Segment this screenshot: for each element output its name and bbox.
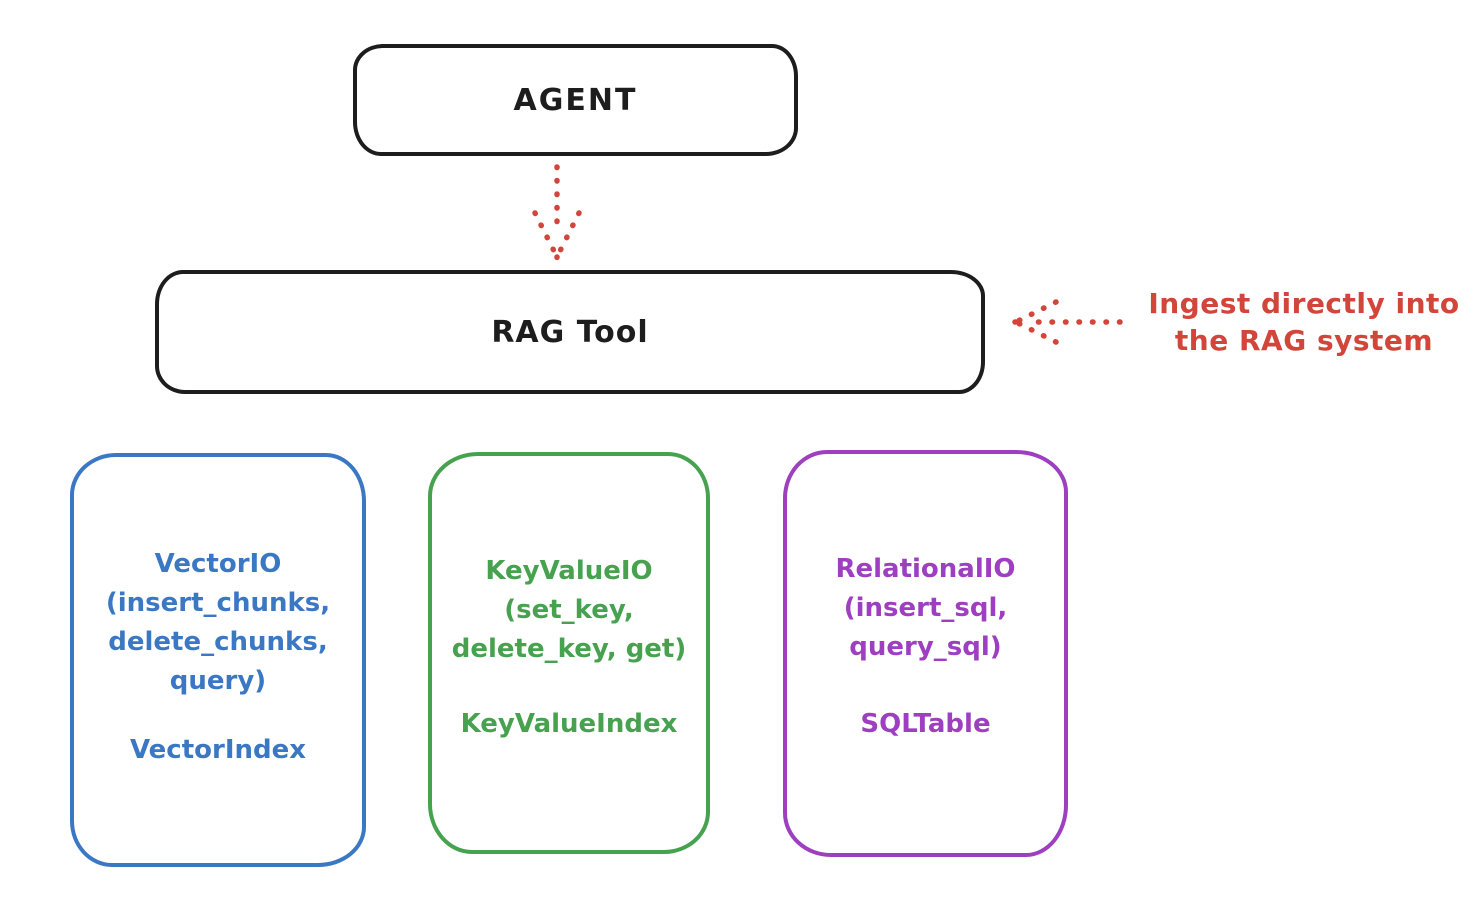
sql-table-label: SQLTable <box>860 709 991 739</box>
text-line: (set_key, <box>504 595 634 625</box>
text-line: delete_key, get) <box>451 634 687 664</box>
annotation-line: the RAG system <box>1174 324 1434 357</box>
vector-io-title: VectorIO (insert_chunks, delete_chunks, … <box>106 545 330 701</box>
keyvalue-index-label: KeyValueIndex <box>460 709 678 739</box>
text-line: VectorIO <box>154 549 282 579</box>
keyvalue-io-box: KeyValueIO (set_key, delete_key, get) Ke… <box>428 452 710 854</box>
rag-tool-box-label: RAG Tool <box>491 314 649 350</box>
vector-index-label: VectorIndex <box>129 735 307 765</box>
text-line: query) <box>169 666 267 696</box>
relational-io-title: RelationalIO (insert_sql, query_sql) <box>835 550 1015 667</box>
text-line: KeyValueIO <box>485 556 653 586</box>
ingest-annotation: Ingest directly into the RAG system <box>1128 285 1480 359</box>
agent-box: AGENT <box>353 44 798 156</box>
vector-io-box: VectorIO (insert_chunks, delete_chunks, … <box>70 453 366 867</box>
text-line: (insert_sql, <box>843 593 1008 623</box>
dotted-arrow-left-icon <box>1012 299 1123 345</box>
text-line: (insert_chunks, <box>105 588 331 618</box>
agent-box-label: AGENT <box>513 82 638 118</box>
text-line: delete_chunks, <box>108 627 328 657</box>
text-line: RelationalIO <box>835 554 1016 584</box>
annotation-line: Ingest directly into <box>1148 287 1460 320</box>
dotted-arrow-down-icon <box>532 164 582 261</box>
rag-tool-box: RAG Tool <box>155 270 985 394</box>
relational-io-box: RelationalIO (insert_sql, query_sql) SQL… <box>783 450 1068 857</box>
keyvalue-io-title: KeyValueIO (set_key, delete_key, get) <box>452 552 687 669</box>
text-line: query_sql) <box>849 632 1002 662</box>
